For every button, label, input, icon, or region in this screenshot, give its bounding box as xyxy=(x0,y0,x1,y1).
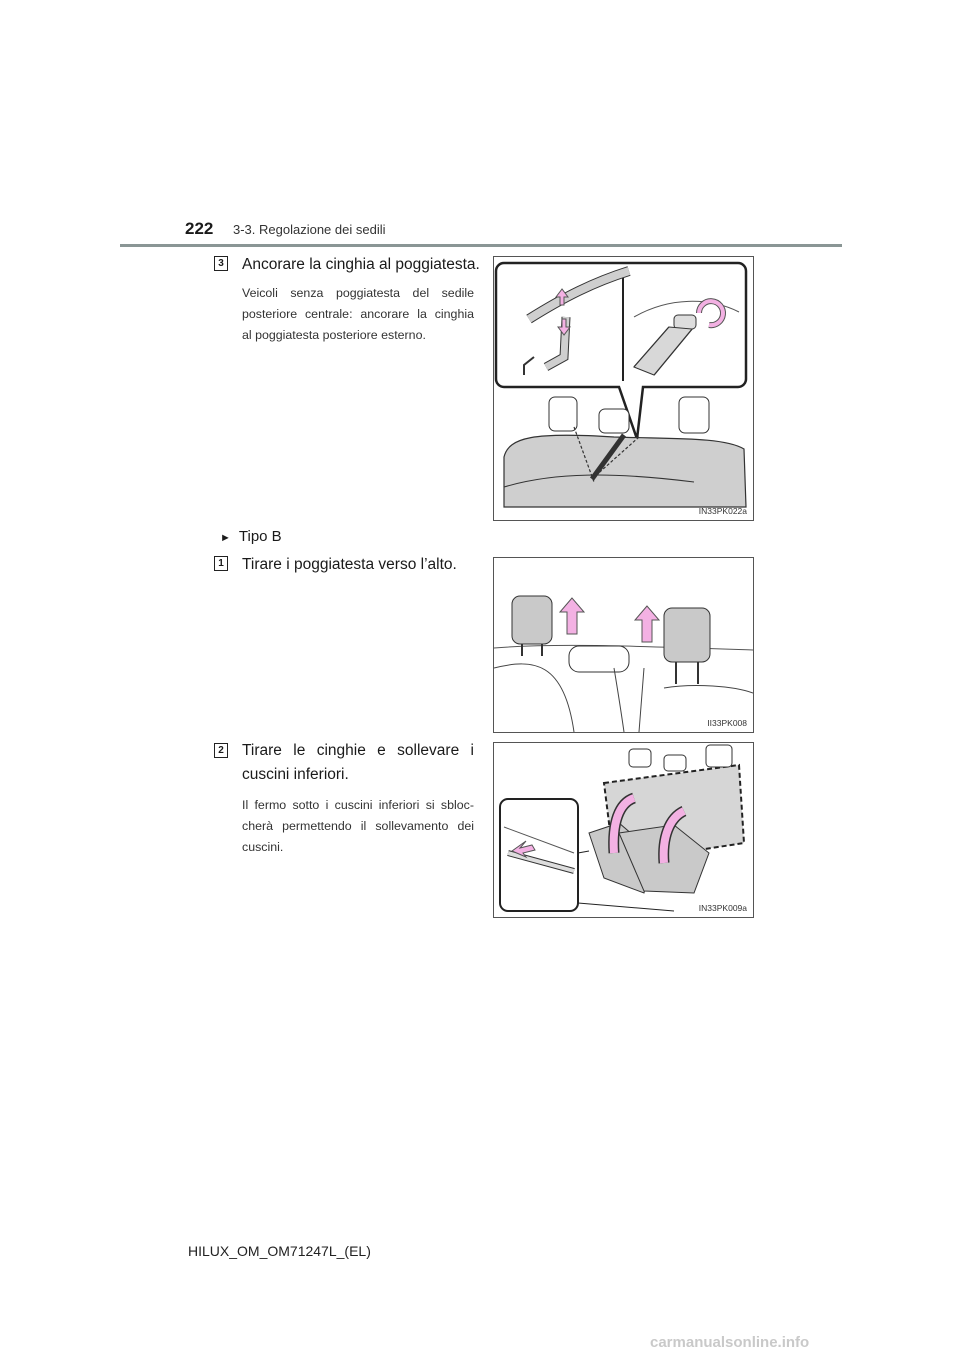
figure-code-3: IN33PK009a xyxy=(698,903,747,913)
step-1-heading: Tirare i poggiatesta verso l’alto. xyxy=(242,556,457,573)
figure-code-2: II33PK008 xyxy=(707,718,747,728)
step-2-body-line-2: cherà permettendo il sollevamento dei xyxy=(242,819,474,833)
step-3-heading: Ancorare la cinghia al poggiatesta. xyxy=(242,256,480,273)
step-3-body-line-1: Veicoli senza poggiatesta del sedile xyxy=(242,286,474,300)
footer-doc-id: HILUX_OM_OM71247L_(EL) xyxy=(188,1243,371,1259)
step-2-heading-line-1: Tirare le cinghie e sollevare i xyxy=(242,742,474,759)
figure-pull-headrests-illustration xyxy=(494,595,753,732)
figure-anchor-strap: IN33PK022a xyxy=(493,256,754,521)
step-3-body-line-2: posteriore centrale: ancorare la cinghia xyxy=(242,307,474,321)
step-number-3: 3 xyxy=(214,256,228,271)
step-3-body: Veicoli senza poggiatesta del sedile pos… xyxy=(242,283,474,346)
watermark: carmanualsonline.info xyxy=(650,1334,810,1351)
step-2-body-line-3: cuscini. xyxy=(242,840,284,854)
step-number-2: 2 xyxy=(214,743,228,758)
type-b-subheading: ► Tipo B xyxy=(220,528,282,545)
header-rule xyxy=(120,244,842,247)
step-2-heading: Tirare le cinghie e sollevare i cuscini … xyxy=(242,739,474,787)
step-number-1: 1 xyxy=(214,556,228,571)
type-b-label: Tipo B xyxy=(238,528,282,545)
figure-anchor-strap-illustration xyxy=(494,261,748,508)
step-2-heading-line-2: cuscini inferiori. xyxy=(242,766,349,783)
figure-pull-headrests: II33PK008 xyxy=(493,557,754,733)
figure-code-1: IN33PK022a xyxy=(698,506,747,516)
step-2-body: Il fermo sotto i cuscini inferiori si sb… xyxy=(242,795,474,858)
figure-lift-cushions: IN33PK009a xyxy=(493,742,754,918)
page-number: 222 xyxy=(185,219,214,238)
step-3-body-line-3: al poggiatesta posteriore esterno. xyxy=(242,328,426,342)
section-title: 3-3. Regolazione dei sedili xyxy=(233,222,386,237)
triangle-bullet-icon: ► xyxy=(220,532,231,544)
step-2-body-line-1: Il fermo sotto i cuscini inferiori si sb… xyxy=(242,798,474,812)
figure-lift-cushions-illustration xyxy=(499,744,746,912)
